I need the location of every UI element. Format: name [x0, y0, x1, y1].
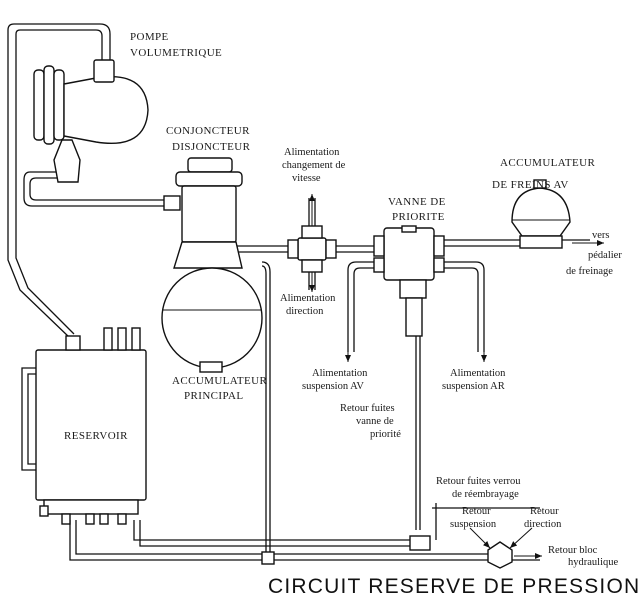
- priority-valve-label: VANNE DE PRIORITE: [388, 196, 449, 223]
- gear-change-label: Alimentation changement de vitesse: [282, 147, 348, 184]
- clutch-lock-leak-label: Retour fuites verrou de réembrayage: [436, 476, 523, 500]
- main-accumulator-label: ACCUMULATEUR PRINCIPAL: [172, 375, 270, 402]
- rear-suspension-label: Alimentation suspension AR: [442, 368, 508, 392]
- reservoir: [35, 327, 147, 525]
- conjoncteur-disjoncteur: [163, 157, 243, 269]
- pump-pulley-1: [33, 69, 45, 141]
- brake-pedal-label: vers pédalier de freinage: [566, 230, 624, 277]
- pump-pulley-2: [43, 65, 55, 145]
- return-collector: [69, 520, 540, 561]
- main-accumulator: [161, 267, 263, 373]
- rear-suspension-pipe: [443, 261, 485, 352]
- pump-pulley-3: [53, 69, 65, 141]
- pump-output-pipe: [23, 171, 168, 207]
- priority-valve: [373, 225, 445, 337]
- pipes: [7, 23, 590, 561]
- brake-accumulator: [511, 179, 604, 249]
- reservoir-label: RESERVOIR: [64, 430, 128, 442]
- pump-supply-pipe: [7, 23, 111, 339]
- gear-change-tee: [287, 194, 337, 292]
- hydraulic-block-return-label: Retour bloc hydraulique: [548, 545, 618, 568]
- steering-return-label: Retour direction: [524, 506, 562, 530]
- steering-supply-label: Alimentation direction: [280, 293, 338, 317]
- diagram-title: CIRCUIT RESERVE DE PRESSION: [268, 575, 640, 598]
- priority-valve-leak-label: Retour fuites vanne de priorité: [340, 403, 401, 440]
- suspension-return-label: Retour suspension: [450, 506, 497, 530]
- pump-body: [63, 76, 149, 144]
- return-junction: [261, 352, 542, 569]
- pump-label: POMPE VOLUMETRIQUE: [130, 31, 222, 59]
- conjoncteur-label: CONJONCTEUR DISJONCTEUR: [166, 125, 253, 153]
- front-suspension-label: Alimentation suspension AV: [302, 368, 370, 392]
- pump: [33, 59, 149, 183]
- brake-accumulator-label: ACCUMULATEUR DE FREINS AV: [492, 157, 598, 191]
- front-suspension-pipe: [347, 261, 375, 352]
